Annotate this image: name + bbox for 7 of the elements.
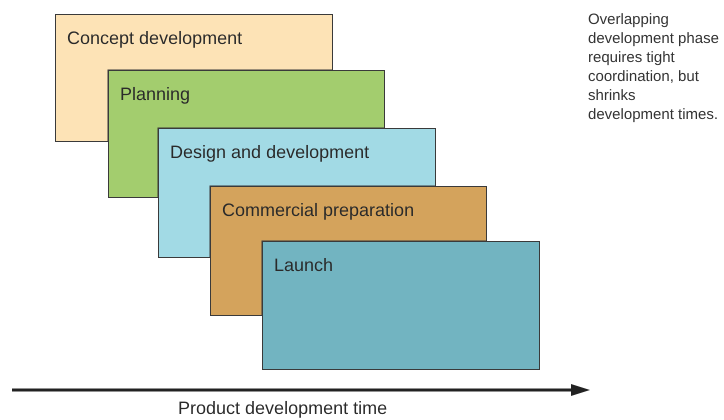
- annotation-note: Overlapping development phase requires tight coordination, but shrinks development times.: [588, 10, 720, 124]
- phase-label: Launch: [274, 255, 334, 276]
- axis-label: Product development time: [178, 398, 388, 419]
- phase-label: Design and development: [170, 142, 370, 163]
- phase-label: Commercial preparation: [222, 200, 414, 221]
- phase-label: Concept development: [67, 28, 242, 49]
- phase-label: Planning: [120, 84, 190, 105]
